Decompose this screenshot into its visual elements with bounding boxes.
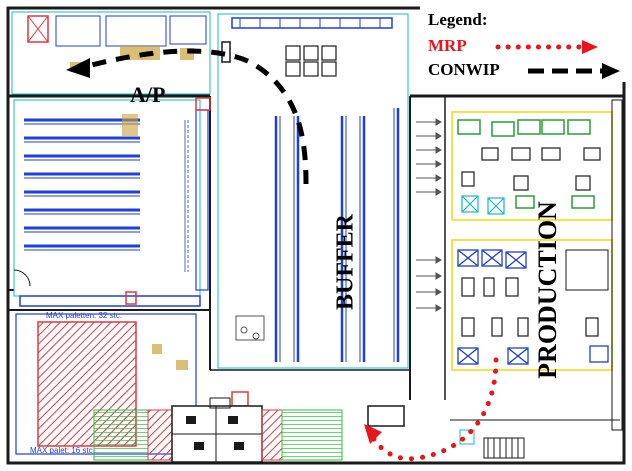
production-lower-cell — [451, 239, 613, 371]
legend-conwip-label: CONWIP — [428, 60, 500, 79]
legend-mrp-swatch — [495, 40, 598, 54]
production-upper-cell — [451, 111, 613, 221]
legend: Legend: MRP CONWIP — [420, 6, 626, 82]
conwip-flow-arrow — [66, 48, 309, 185]
building-walls — [6, 6, 626, 465]
max-pallets-bottom-note: MAX palet: 16 stc. — [30, 446, 95, 455]
buffer-zone-label: BUFFER — [332, 214, 359, 310]
max-pallets-top-note: MAX paletten: 32 stc. — [46, 311, 123, 320]
transfer-arrows — [416, 118, 442, 312]
legend-mrp-label: MRP — [428, 36, 467, 55]
legend-title: Legend: — [428, 10, 488, 29]
legend-conwip-swatch — [528, 63, 620, 79]
mrp-flow-arrow — [364, 357, 499, 462]
right-wall-details — [450, 99, 623, 459]
buffer-area — [217, 13, 409, 427]
production-zone-label: PRODUCTION — [533, 201, 562, 379]
ap-zone-label: A/P — [130, 82, 166, 107]
receiving-area — [93, 397, 343, 463]
left-rack-rows — [13, 97, 211, 307]
rack-note-strip — [184, 120, 189, 272]
